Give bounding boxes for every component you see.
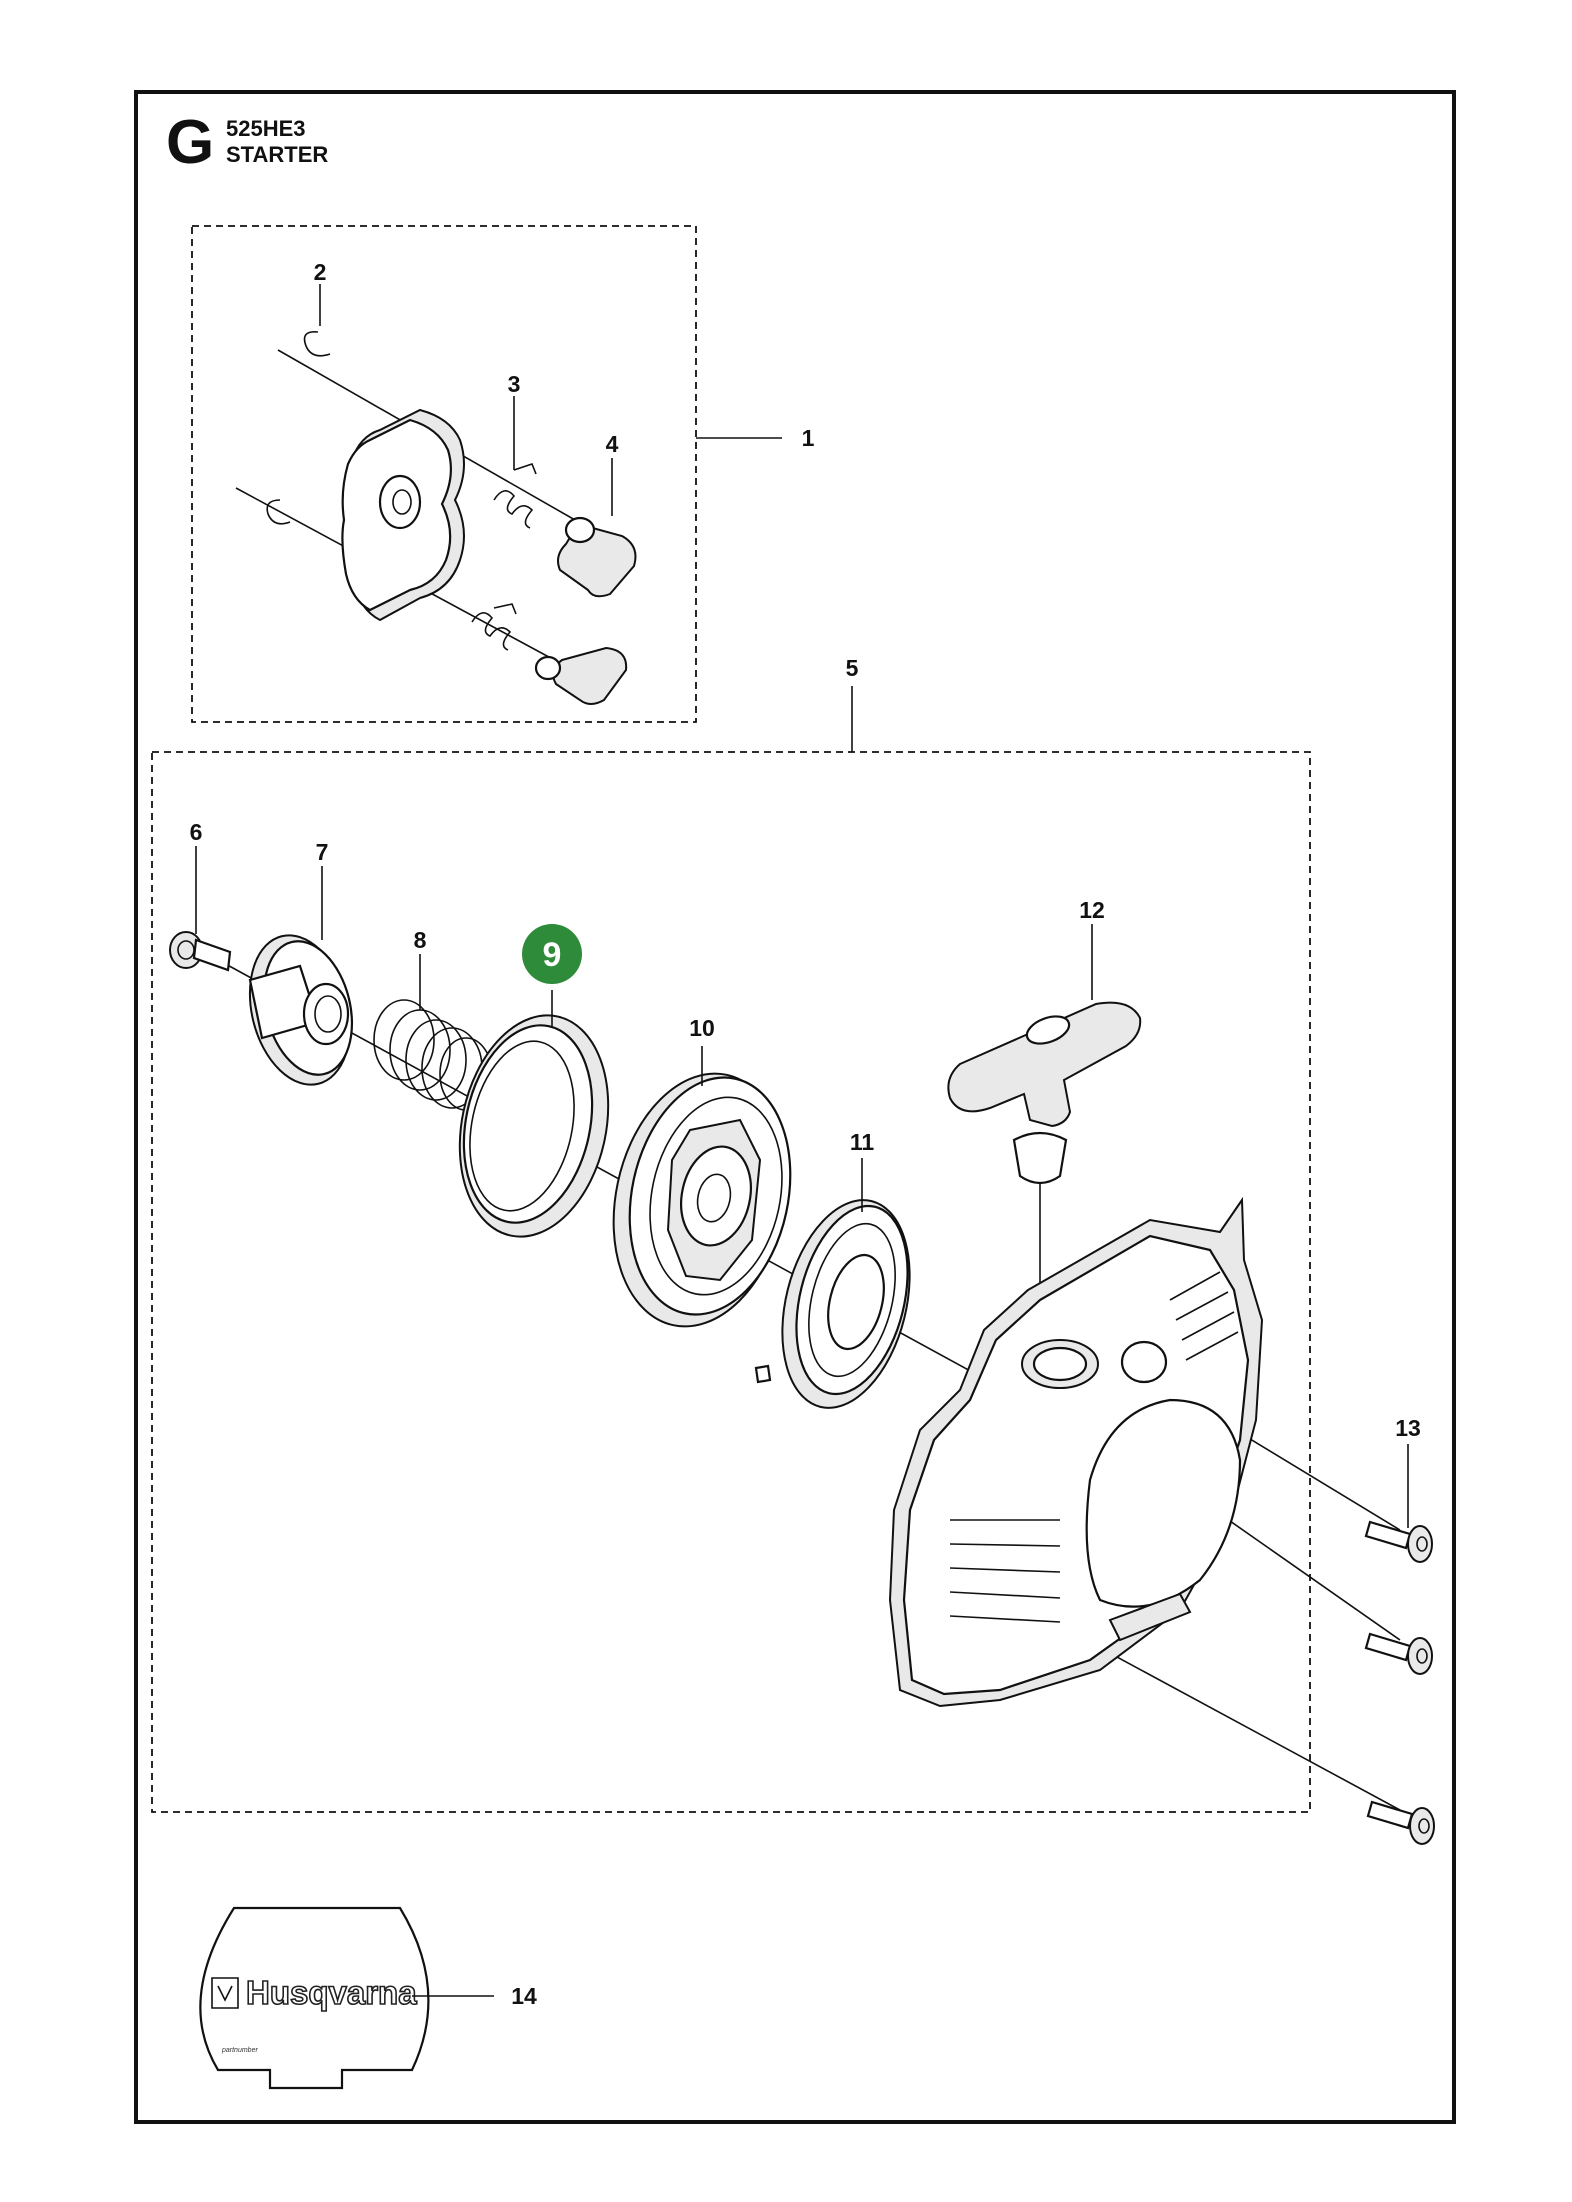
callout-12: 12 [1079, 897, 1105, 923]
part-9-ring [458, 1014, 610, 1238]
callout-3: 3 [508, 371, 521, 397]
assembly-box-1 [191, 225, 697, 723]
part-2-circlip [266, 330, 331, 525]
callout-11: 11 [850, 1129, 875, 1155]
callout-8: 8 [414, 927, 427, 953]
part-12-starter-handle [947, 1001, 1142, 1185]
callout-leaders [195, 284, 1409, 1997]
callout-4: 4 [606, 431, 619, 457]
section-heading: 525HE3 STARTER [226, 116, 328, 168]
part-6-shoulder-bolt [169, 931, 232, 972]
callout-9-highlight [522, 924, 582, 984]
callout-labels: 2 3 4 1 5 6 7 8 9 10 11 12 13 14 [190, 259, 1421, 2009]
callout-9: 9 [543, 936, 562, 974]
part-14-decal: Husqvarna partnumber [199, 1906, 430, 2090]
callout-5: 5 [846, 655, 859, 681]
decal-small-text: partnumber [221, 2047, 258, 2054]
page-frame [134, 90, 1456, 2124]
decal-brand-text: Husqvarna [246, 1974, 417, 2011]
callout-13: 13 [1395, 1415, 1421, 1441]
part-10-rope-pulley [612, 1072, 792, 1328]
section-letter: G [166, 108, 215, 177]
callout-2: 2 [314, 259, 327, 285]
model-name: 525HE3 [226, 116, 306, 141]
callout-6: 6 [190, 819, 203, 845]
part-13-screws [1364, 1520, 1435, 1845]
part-7-pulley-hub [248, 934, 354, 1086]
callout-1: 1 [802, 425, 815, 451]
section-title: STARTER [226, 142, 329, 167]
part-4-pawl [534, 516, 637, 705]
starter-housing [888, 1196, 1264, 1708]
part-3-pawl-spring [471, 463, 537, 651]
callout-10: 10 [689, 1015, 715, 1041]
fastener-axis-2 [1199, 1499, 1401, 1641]
part-1-pawl-carrier [235, 349, 611, 691]
callout-7: 7 [316, 839, 329, 865]
assembly-box-5 [151, 751, 1311, 1813]
callout-14: 14 [511, 1983, 537, 2009]
part-11-recoil-spring [754, 1199, 911, 1409]
